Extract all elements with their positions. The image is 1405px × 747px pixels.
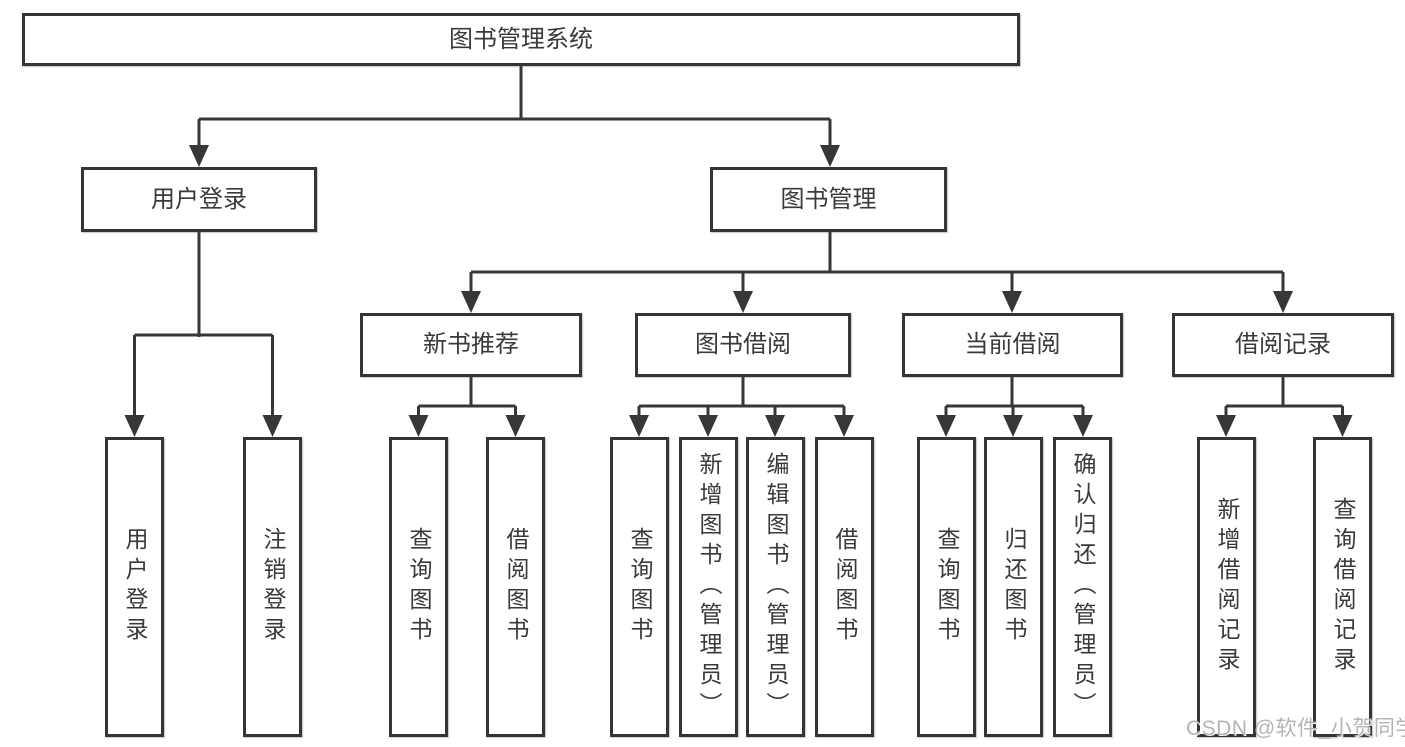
leaf-records-query-borrow-record: 查询借阅记录	[1313, 437, 1372, 737]
connector-borrowing-records-to-leaves	[1216, 377, 1353, 437]
connector-root-to-level2	[189, 64, 840, 167]
leaf-user-login: 用户登录	[105, 437, 164, 737]
leaf-current-return-books: 归还图书	[984, 437, 1043, 737]
leaf-current-confirm-return-admin: 确认归还（管理员）	[1053, 437, 1112, 737]
node-root: 图书管理系统	[22, 13, 1020, 66]
connector-book-borrowing-to-leaves	[629, 377, 854, 437]
leaf-borrowing-borrow-books: 借阅图书	[815, 437, 874, 737]
watermark: CSDN @软件_小贺同学	[1186, 717, 1405, 740]
connector-user-login-to-leaves	[124, 232, 283, 437]
leaf-borrowing-query-books: 查询图书	[610, 437, 669, 737]
connector-current-borrowing-to-leaves	[936, 377, 1093, 437]
leaf-recommend-borrow-books: 借阅图书	[486, 437, 545, 737]
node-user-login: 用户登录	[81, 167, 317, 232]
node-current-borrowing: 当前借阅	[902, 313, 1123, 377]
leaf-current-query-books: 查询图书	[917, 437, 976, 737]
leaf-logout: 注销登录	[243, 437, 302, 737]
leaf-borrowing-add-books-admin: 新增图书（管理员）	[679, 437, 738, 737]
connector-new-book-recommendation-to-leaves	[408, 377, 526, 437]
node-book-borrowing: 图书借阅	[635, 313, 851, 377]
node-new-book-recommendation: 新书推荐	[360, 313, 582, 377]
leaf-recommend-query-books: 查询图书	[389, 437, 448, 737]
node-book-management: 图书管理	[710, 167, 947, 232]
node-borrowing-records: 借阅记录	[1172, 313, 1394, 377]
connector-book-management-to-level3	[461, 232, 1293, 313]
leaf-borrowing-edit-books-admin: 编辑图书（管理员）	[746, 437, 805, 737]
leaf-records-add-borrow-record: 新增借阅记录	[1197, 437, 1256, 737]
